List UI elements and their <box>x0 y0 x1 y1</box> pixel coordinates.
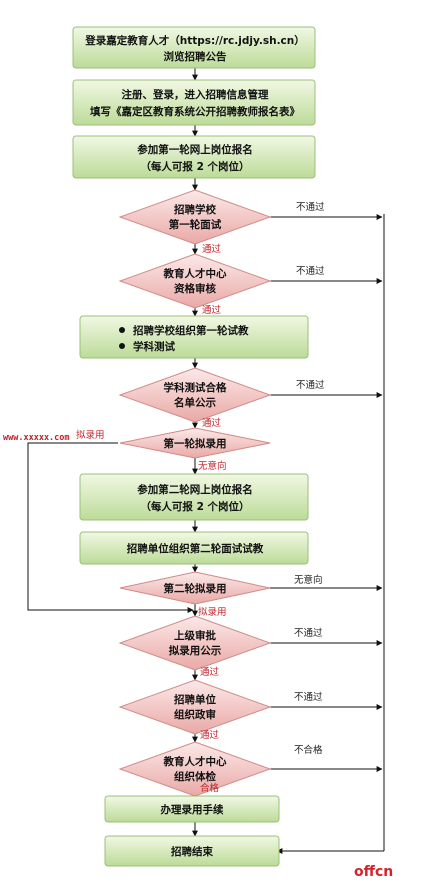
decision-d2-line-1: 教育人才中心 <box>163 267 227 280</box>
watermark-text: www.xxxxx.com <box>3 433 70 443</box>
step-s3-line-2: （每人可报 2 个岗位） <box>140 160 249 173</box>
step-s5-line-2: （每人可报 2 个岗位） <box>140 500 249 513</box>
step-s6-box <box>79 531 309 565</box>
decision-d5-line-1: 第二轮拟录用 <box>164 582 227 595</box>
d2-yes-label: 通过 <box>202 304 222 316</box>
brand-logo-text: offcn <box>354 864 393 880</box>
d6-yes-label: 通过 <box>200 666 220 678</box>
decision-d5-shape <box>119 571 271 605</box>
step-s5-box <box>79 473 309 521</box>
d5-no-label: 无意向 <box>294 574 323 586</box>
decision-d3-line-1: 学科测试合格 <box>164 381 227 394</box>
d7-no-label: 不通过 <box>294 691 323 703</box>
step-s4-bullet-1: 招聘学校组织第一轮试教 <box>133 324 249 337</box>
step-s7-box <box>104 795 280 823</box>
decision-d2-shape <box>118 253 272 309</box>
d7-yes-label: 通过 <box>200 729 220 741</box>
connectors <box>27 68 385 854</box>
step-s3-box <box>72 135 316 179</box>
d3-no-label: 不通过 <box>296 379 325 391</box>
process-boxes <box>72 26 316 867</box>
decision-d1-line-2: 第一轮面试 <box>169 218 222 231</box>
decision-d4-line-1: 第一轮拟录用 <box>164 437 227 450</box>
decision-d6-line-2: 拟录用公示 <box>169 644 222 657</box>
branch-labels: 不通过 通过 不通过 通过 不通过 通过 拟录用 无意向 无意向 拟录用 不通过… <box>76 201 325 794</box>
accept-loop-line <box>27 442 194 613</box>
decision-d6-shape <box>118 615 272 671</box>
decision-d8-shape <box>118 741 272 797</box>
bullet-dot <box>119 343 125 349</box>
step-s2-box <box>72 79 316 126</box>
step-s1-line-1: 登录嘉定教育人才（https://rc.jdjy.sh.cn） <box>84 34 305 47</box>
decision-d7-line-2: 组织政审 <box>174 708 216 721</box>
decision-d3-line-2: 名单公示 <box>174 396 216 409</box>
step-s3-line-1: 参加第一轮网上岗位报名 <box>137 143 253 156</box>
step-s4-box <box>79 315 309 359</box>
decision-d7-shape <box>118 679 272 735</box>
step-s5-line-1: 参加第二轮网上岗位报名 <box>137 483 253 496</box>
decision-d8-line-1: 教育人才中心 <box>163 755 227 768</box>
decision-d2-line-2: 资格审核 <box>174 282 216 295</box>
step-labels: 登录嘉定教育人才（https://rc.jdjy.sh.cn） 浏览招聘公告 注… <box>84 34 305 858</box>
step-s4-bullet-2: 学科测试 <box>133 340 175 353</box>
decision-labels: 招聘学校 第一轮面试 教育人才中心 资格审核 学科测试合格 名单公示 第一轮拟录… <box>163 203 227 783</box>
d4-yes-label: 拟录用 <box>76 429 105 441</box>
step-s7-line-1: 办理录用手续 <box>161 803 224 816</box>
decision-d4-shape <box>119 427 271 459</box>
step-s8-box <box>104 835 280 867</box>
bullet-dot <box>119 327 125 333</box>
d3-yes-label: 通过 <box>202 417 222 429</box>
d4-no-label: 无意向 <box>198 460 227 472</box>
step-s6-line-1: 招聘单位组织第二轮面试试教 <box>127 542 264 555</box>
decision-diamonds <box>118 189 272 797</box>
d8-no-label: 不合格 <box>294 744 323 756</box>
d2-no-label: 不通过 <box>296 265 325 277</box>
decision-d8-line-2: 组织体检 <box>174 770 216 783</box>
step-s8-line-1: 招聘结束 <box>171 845 213 858</box>
d8-yes-label: 合格 <box>200 782 220 794</box>
decision-d3-shape <box>118 367 272 423</box>
step-s1-line-2: 浏览招聘公告 <box>164 50 227 63</box>
decision-d7-line-1: 招聘单位 <box>174 693 216 706</box>
decision-d6-line-1: 上级审批 <box>174 629 216 642</box>
step-s2-line-2: 填写《嘉定区教育系统公开招聘教师报名表》 <box>90 105 300 118</box>
d1-no-label: 不通过 <box>296 201 325 213</box>
decision-d1-shape <box>118 189 272 245</box>
step-s1-box <box>72 26 316 69</box>
d1-yes-label: 通过 <box>202 243 222 255</box>
decision-d1-line-1: 招聘学校 <box>174 203 216 216</box>
d5-yes-label: 拟录用 <box>198 606 227 618</box>
d6-no-label: 不通过 <box>294 627 323 639</box>
step-s2-line-1: 注册、登录，进入招聘信息管理 <box>122 88 269 101</box>
